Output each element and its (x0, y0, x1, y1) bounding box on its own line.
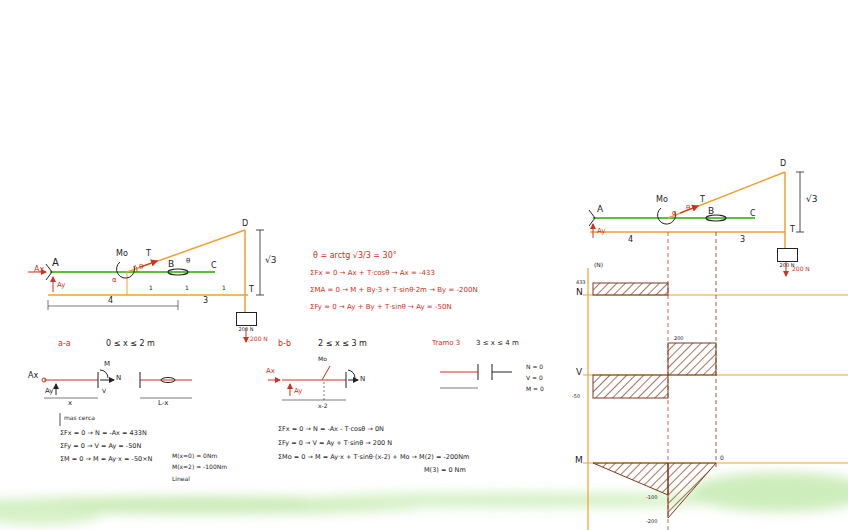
section-range: 2 ≤ x ≤ 3 m (318, 340, 367, 349)
equation: ΣFy = 0 → V = Ay + T·sinθ → 200 N (278, 440, 392, 447)
equation: ΣFx = 0 → Ax + T·cosθ → Ax = -433 (310, 270, 435, 278)
axis-label: M (575, 456, 583, 466)
result: M(x=2) = -100Nm (172, 464, 227, 471)
dimension-label: 4 (108, 297, 113, 306)
point-label: D (242, 220, 248, 229)
force-label: T (700, 196, 705, 205)
diagram-value: 0 (720, 455, 724, 462)
angle-label: θ (186, 258, 190, 266)
equation: ΣFx = 0 → N = -Ax - T·cosθ → 0N (278, 426, 384, 433)
dimension-label: 3 (203, 297, 208, 306)
force-label: Ax (28, 372, 38, 381)
result: V = 0 (526, 375, 543, 382)
equation: ΣMo = 0 → M = Ay·x + T·sinθ·(x-2) + Mo →… (278, 454, 469, 461)
angle-label: α (112, 277, 117, 285)
result: M = 0 (526, 386, 544, 393)
moment-label: Mo (656, 196, 668, 205)
angle-label: α (672, 210, 677, 218)
diagram-value: -100 (646, 495, 657, 501)
result: M(3) = 0 Nm (424, 467, 466, 474)
weight-box: 200 N (777, 248, 798, 262)
force-label: Ax (34, 266, 44, 275)
weight-box: 200 N (236, 312, 257, 326)
dimension-label: L-x (158, 400, 168, 408)
force-label: T (790, 226, 795, 235)
point-label: A (597, 205, 603, 215)
force-label: Ax (266, 368, 275, 376)
dimension-label: 1 (222, 285, 226, 292)
force-label: Ay (45, 388, 53, 396)
force-label: Ay (597, 228, 605, 236)
equation: ΣFy = 0 → V = Ay = -50N (60, 443, 141, 450)
equation: θ = arctg √3/3 = 30° (313, 252, 397, 261)
dimension-label: 3 (740, 236, 745, 245)
moment-label: M (104, 361, 110, 369)
point-label: C (750, 210, 756, 219)
point-label: C (211, 262, 217, 271)
point-label: D (780, 160, 786, 169)
diagram-value: 200 (674, 336, 684, 342)
angle-label: θ (686, 205, 690, 213)
weight-text: 200 N (780, 262, 795, 268)
axis-unit: (N) (594, 262, 603, 269)
dimension-label: 1 (185, 285, 189, 292)
dimension-label: 4 (628, 236, 633, 245)
section-label: Tramo 3 (432, 340, 460, 348)
equation: ΣM = 0 → M = Ay·x = -50×N (60, 456, 152, 463)
weight-text: 200 N (239, 326, 254, 332)
section-label: a-a (58, 340, 71, 349)
diagram-value: -200 (646, 519, 657, 525)
point-label: B (168, 260, 174, 270)
force-label: T (146, 250, 151, 259)
dimension-label: √3 (265, 256, 276, 266)
diagram-value: 433 (576, 280, 586, 286)
force-label: T (249, 286, 254, 295)
moment-label: Mo (116, 250, 128, 259)
equation: ΣFx = 0 → N = -Ax = 433N (60, 430, 147, 437)
force-label: N (360, 376, 365, 384)
load-label: 200 N (792, 266, 810, 273)
force-label: Ay (57, 282, 65, 290)
result: N = 0 (526, 364, 543, 371)
point-label: A (52, 257, 59, 268)
axis-label: V (576, 368, 582, 378)
section-range: 0 ≤ x ≤ 2 m (106, 340, 155, 349)
section-label: b-b (278, 340, 291, 349)
axis-label: N (576, 288, 583, 298)
moment-label: Mo (318, 356, 327, 363)
dimension-label: x-2 (318, 403, 328, 410)
dimension-label: √3 (806, 195, 817, 205)
point-label: B (708, 207, 714, 217)
note: mas cerca (64, 415, 95, 422)
equation: ΣFy = 0 → Ay + By + T·sinθ → Ay = -50N (310, 304, 452, 312)
load-label: 200 N (250, 336, 268, 343)
note: Lineal (172, 476, 190, 483)
dimension-label: x (68, 400, 72, 408)
force-label: Ay (294, 388, 302, 396)
angle-label: θ (139, 264, 143, 272)
section-range: 3 ≤ x ≤ 4 m (476, 340, 519, 348)
force-label: V (102, 388, 106, 395)
result: M(x=0) = 0Nm (172, 453, 217, 460)
equation: ΣMA = 0 → M + By·3 + T·sinθ·2m → By = -2… (310, 287, 478, 295)
dimension-label: 1 (149, 285, 153, 292)
diagram-value: -50 (572, 394, 580, 400)
force-label: N (116, 375, 121, 383)
